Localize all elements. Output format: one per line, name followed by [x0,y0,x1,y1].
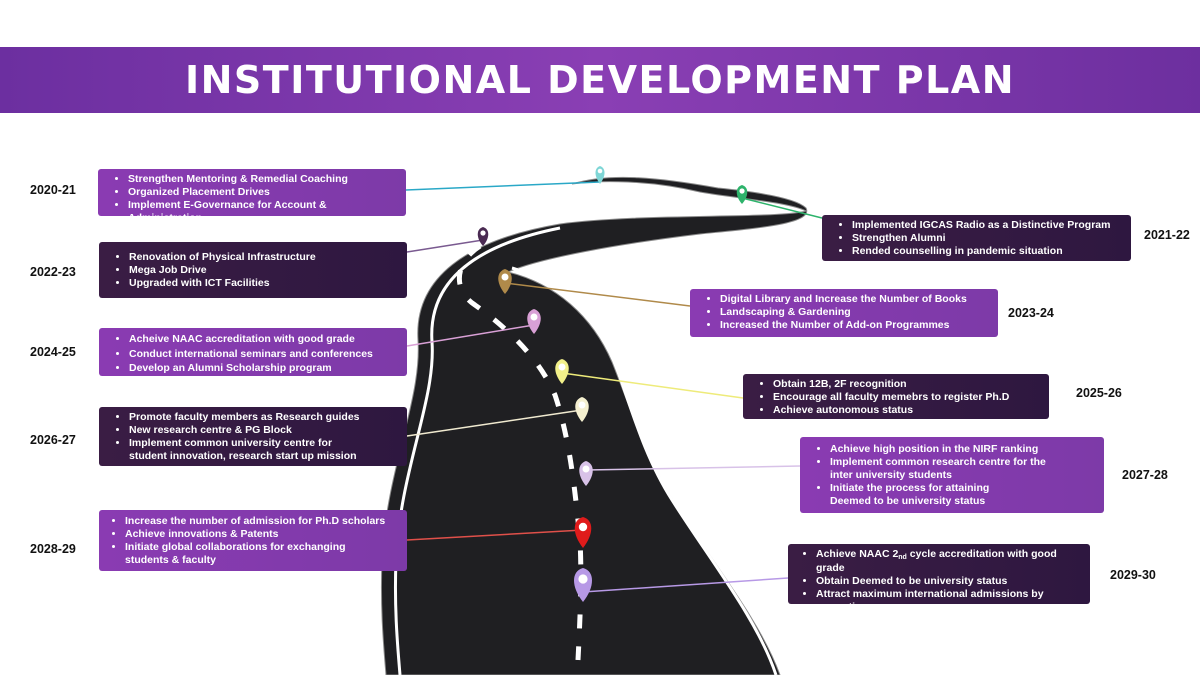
road-surface [380,176,808,675]
milestone-item-continuation: inter university students [830,469,952,481]
milestone-item: Implemented IGCAS Radio as a Distinctive… [852,219,1121,232]
milestone-box-2027-28: Achieve high position in the NIRF rankin… [800,437,1104,513]
milestone-item: Obtain Deemed to be university status [816,575,1084,588]
map-pin-icon [574,568,592,602]
year-label: 2029-30 [1110,568,1156,582]
leader-line-2021-22 [741,197,823,219]
milestone-item: Increased the Number of Add-on Programme… [720,319,988,332]
milestone-item: Mega Job Drive [129,264,397,277]
map-pin-icon [595,166,605,184]
year-label: 2028-29 [30,542,76,556]
milestone-box-2023-24: Digital Library and Increase the Number … [690,289,998,337]
milestone-item: Promote faculty members as Research guid… [129,411,397,424]
ordinal-suffix: nd [898,554,907,561]
milestone-item: Achieve NAAC 2nd cycle accreditation wit… [816,548,1084,575]
milestone-item: Encourage all faculty memebrs to registe… [773,391,1039,404]
leader-line-2022-23 [406,239,484,253]
milestone-item: Achieve innovations & Patents [125,528,397,541]
milestone-item: Achieve autonomous status [773,404,1039,417]
road-side-line-right [511,266,778,675]
road-side-line-left [393,226,561,675]
leader-line-2029-30 [582,577,789,593]
milestone-item-continuation: Deemed to be university status [830,495,986,507]
milestone-item: Digital Library and Increase the Number … [720,293,988,306]
milestone-item: Rended counselling in pandemic situation [852,245,1121,258]
year-label: 2020-21 [30,183,76,197]
year-label: 2025-26 [1076,386,1122,400]
map-pin-icon [555,359,569,384]
milestone-item: Implement common university centre for [129,437,397,450]
year-label: 2021-22 [1144,228,1190,242]
year-label: 2023-24 [1008,306,1054,320]
title-banner: INSTITUTIONAL DEVELOPMENT PLAN [0,47,1200,113]
milestone-box-2029-30: Achieve NAAC 2nd cycle accreditation wit… [788,544,1090,626]
map-pin-icon [477,227,489,246]
year-label: 2024-25 [30,345,76,359]
milestone-item: Upgraded with ICT Facilities [129,277,397,290]
leader-line-2028-29 [406,529,584,541]
milestone-item: New research centre & PG Block [129,424,397,437]
milestone-box-2021-22: Implemented IGCAS Radio as a Distinctive… [822,215,1131,261]
milestone-item: Organized Placement Drives [128,186,396,199]
leader-line-2020-21 [405,181,601,191]
milestone-item: Develop an Alumni Scholarship program [129,361,397,376]
milestone-item: Acheive NAAC accreditation with good gra… [129,332,397,347]
leader-line-2026-27 [406,409,583,437]
milestone-box-2020-21: Strengthen Mentoring & Remedial Coaching… [98,169,406,224]
year-label: 2026-27 [30,433,76,447]
leader-line-2023-24 [504,282,691,307]
milestone-item: Increase the number of admission for Ph.… [125,515,397,528]
milestone-item: Strengthen Alumni [852,232,1121,245]
map-pin-icon [579,461,593,486]
milestone-item-continuation: students & faculty [125,554,217,566]
road-center-dashes [457,243,584,661]
milestone-box-2022-23: Renovation of Physical Infrastructure Me… [99,242,407,298]
milestone-box-2026-27: Promote faculty members as Research guid… [99,407,407,466]
milestone-item: Landscaping & Gardening [720,306,988,319]
year-label: 2027-28 [1122,468,1168,482]
milestone-item-text: Achieve NAAC 2 [816,548,899,560]
milestone-item: Initiate global collaborations for excha… [125,541,397,554]
milestone-item: Achieve high position in the NIRF rankin… [830,443,1094,456]
leader-line-2024-25 [406,324,535,347]
map-pin-icon [574,517,592,548]
milestone-item-continuation: student innovation, research start up mi… [129,450,357,462]
milestone-box-2025-26: Obtain 12B, 2F recognition Encourage all… [743,374,1049,419]
milestone-item: Initiate the process for attaining [830,482,1094,495]
milestone-item: Implement E-Governance for Account & Adm… [128,199,396,225]
milestone-item: Attract maximum international admissions… [816,588,1084,614]
leader-line-2025-26 [561,372,744,399]
page-title: INSTITUTIONAL DEVELOPMENT PLAN [184,58,1016,102]
milestone-box-2024-25: Acheive NAAC accreditation with good gra… [99,328,407,376]
map-pin-icon [575,397,589,422]
milestone-item: Renovation of Physical Infrastructure [129,251,397,264]
leader-line-2027-28 [585,465,801,471]
milestone-item: Obtain 12B, 2F recognition [773,378,1039,391]
map-pin-icon [527,309,541,334]
map-pin-icon [736,185,748,204]
milestone-item-text: cycle accreditation with good grade [816,548,1057,574]
milestone-box-2028-29: Increase the number of admission for Ph.… [99,510,407,571]
map-pin-icon [498,269,512,294]
year-label: 2022-23 [30,265,76,279]
milestone-item: Implement common research centre for the [830,456,1094,469]
milestone-item: Conduct international seminars and confe… [129,347,397,362]
milestone-item-continuation: “Study in India” with excellent faciliti… [816,614,1015,626]
milestone-item: Strengthen Mentoring & Remedial Coaching [128,173,396,186]
